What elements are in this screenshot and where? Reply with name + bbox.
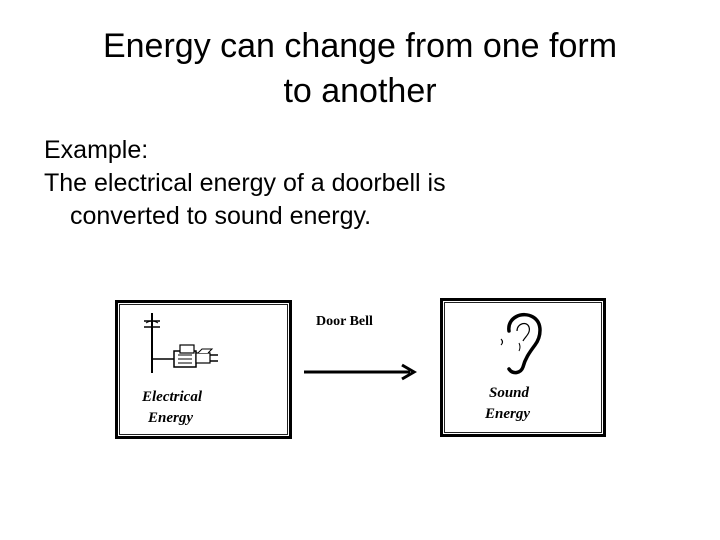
slide-title: Energy can change from one form to anoth…	[0, 24, 720, 114]
caption-sound: Sound	[489, 383, 530, 404]
doorbell-plug-icon	[140, 311, 230, 381]
example-label: Example:	[44, 134, 684, 167]
title-line-2: to another	[0, 69, 720, 114]
body-line-2: The electrical energy of a doorbell is	[44, 167, 684, 200]
ear-icon	[495, 309, 555, 379]
caption-energy-left: Energy	[142, 408, 202, 429]
body-line-3: converted to sound energy.	[44, 200, 684, 233]
sound-energy-panel: Sound Energy	[440, 298, 606, 437]
door-bell-label: Door Bell	[316, 314, 373, 330]
electrical-energy-caption: Electrical Energy	[142, 387, 202, 429]
body-text: Example: The electrical energy of a door…	[44, 134, 684, 233]
arrow-right-icon	[300, 362, 420, 382]
caption-electrical: Electrical	[142, 387, 202, 408]
sound-energy-caption: Sound Energy	[489, 383, 530, 425]
electrical-energy-panel: Electrical Energy	[115, 300, 292, 439]
title-line-1: Energy can change from one form	[0, 24, 720, 69]
caption-energy-right: Energy	[485, 404, 530, 425]
